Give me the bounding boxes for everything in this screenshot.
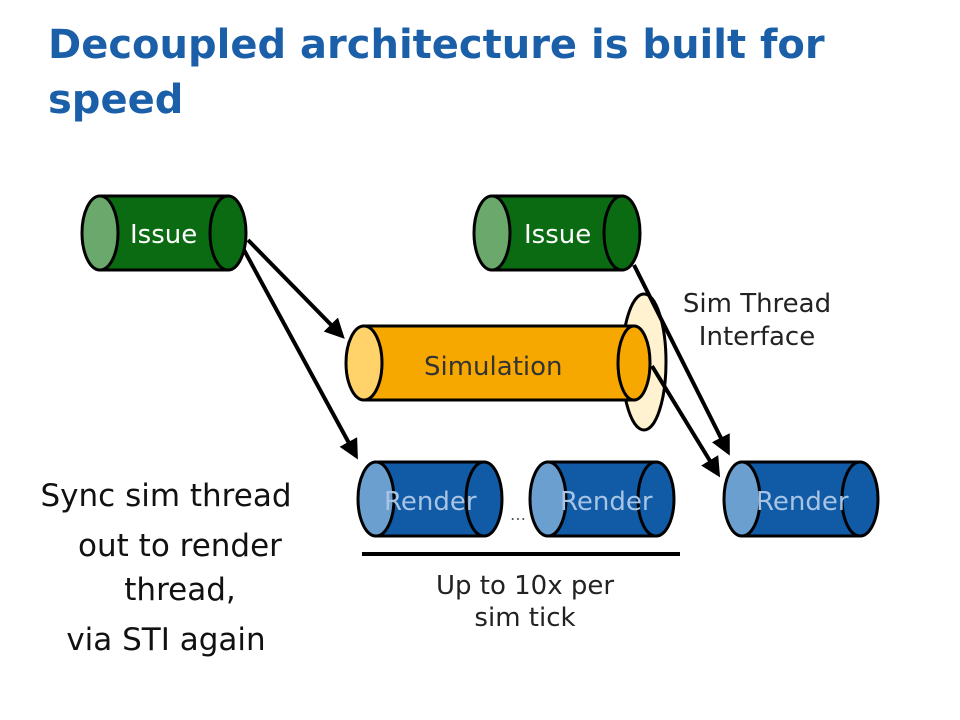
render-ellipsis: … (510, 505, 526, 524)
arrow-issue-to-render-1 (242, 249, 358, 460)
issue-cylinder-right: Issue (472, 194, 642, 272)
render-cylinder-3: Render (722, 460, 880, 538)
render-cylinder-2: Render (528, 460, 676, 538)
note-line-4: via STI again (66, 622, 265, 658)
range-label-line1: Up to 10x per (436, 571, 614, 601)
issue-cylinder-left: Issue (80, 194, 248, 272)
note-line-1: Sync sim thread (41, 478, 292, 514)
issue-left-label: Issue (130, 220, 197, 250)
render-2-label: Render (560, 487, 653, 517)
simulation-cylinder: Simulation (344, 324, 652, 402)
arrow-issue-to-simulation (246, 238, 345, 339)
issue-right-label: Issue (524, 220, 591, 250)
arrow-issue-right-to-render-3 (632, 264, 730, 456)
note-line-2: out to render (78, 528, 282, 564)
render-cylinder-1: Render (356, 460, 504, 538)
render-3-label: Render (756, 487, 849, 517)
sti-label-line2: Interface (699, 322, 815, 352)
note-line-3: thread, (124, 572, 235, 608)
slide-title: Decoupled architecture is built for spee… (48, 22, 825, 123)
render-1-label: Render (384, 487, 477, 517)
range-label-line2: sim tick (474, 603, 575, 633)
simulation-label: Simulation (424, 352, 563, 382)
arrow-simulation-to-render-3 (650, 364, 721, 478)
sti-label-line1: Sim Thread (683, 289, 831, 319)
